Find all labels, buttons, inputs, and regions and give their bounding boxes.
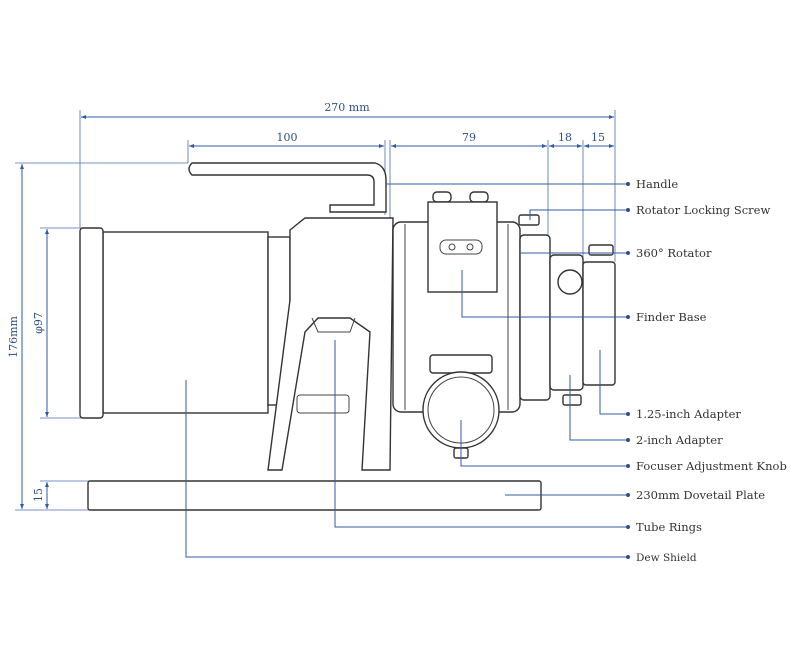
- dew-shield: [79, 227, 291, 419]
- dovetail-plate: [87, 480, 542, 511]
- label-dew-shield: Dew Shield: [636, 552, 697, 564]
- dim-overall-height: 176mm: [7, 316, 20, 358]
- label-rotator: 360° Rotator: [636, 246, 712, 260]
- eyepiece-adapter: [582, 244, 616, 386]
- rotator: [518, 214, 584, 406]
- label-handle: Handle: [636, 177, 679, 191]
- extension-lines: [15, 110, 616, 511]
- handle: [188, 162, 387, 213]
- callout-dots: [626, 182, 630, 559]
- dim-overall-length: 270 mm: [324, 101, 370, 114]
- focuser-knob: [422, 354, 500, 459]
- finder-base: [427, 191, 498, 293]
- dim-adapter-length: 15: [591, 131, 605, 144]
- dim-plate-height: 15: [32, 488, 45, 502]
- dim-focuser-length: 79: [462, 131, 476, 144]
- label-finder-base: Finder Base: [636, 310, 707, 324]
- label-dovetail-plate: 230mm Dovetail Plate: [636, 488, 766, 502]
- dimension-lines: [20, 115, 614, 509]
- label-adapter-2: 2-inch Adapter: [636, 433, 723, 447]
- label-rotator-locking-screw: Rotator Locking Screw: [636, 203, 771, 217]
- callout-lines: [185, 183, 628, 558]
- label-focuser-knob: Focuser Adjustment Knob: [636, 459, 787, 473]
- label-adapter-125: 1.25-inch Adapter: [636, 407, 741, 421]
- tube-rings: [267, 217, 394, 471]
- dim-rotator-length: 18: [558, 131, 572, 144]
- label-tube-rings: Tube Rings: [636, 520, 702, 534]
- dim-tube-diameter: φ97: [32, 312, 45, 334]
- dim-handle-length: 100: [277, 131, 298, 144]
